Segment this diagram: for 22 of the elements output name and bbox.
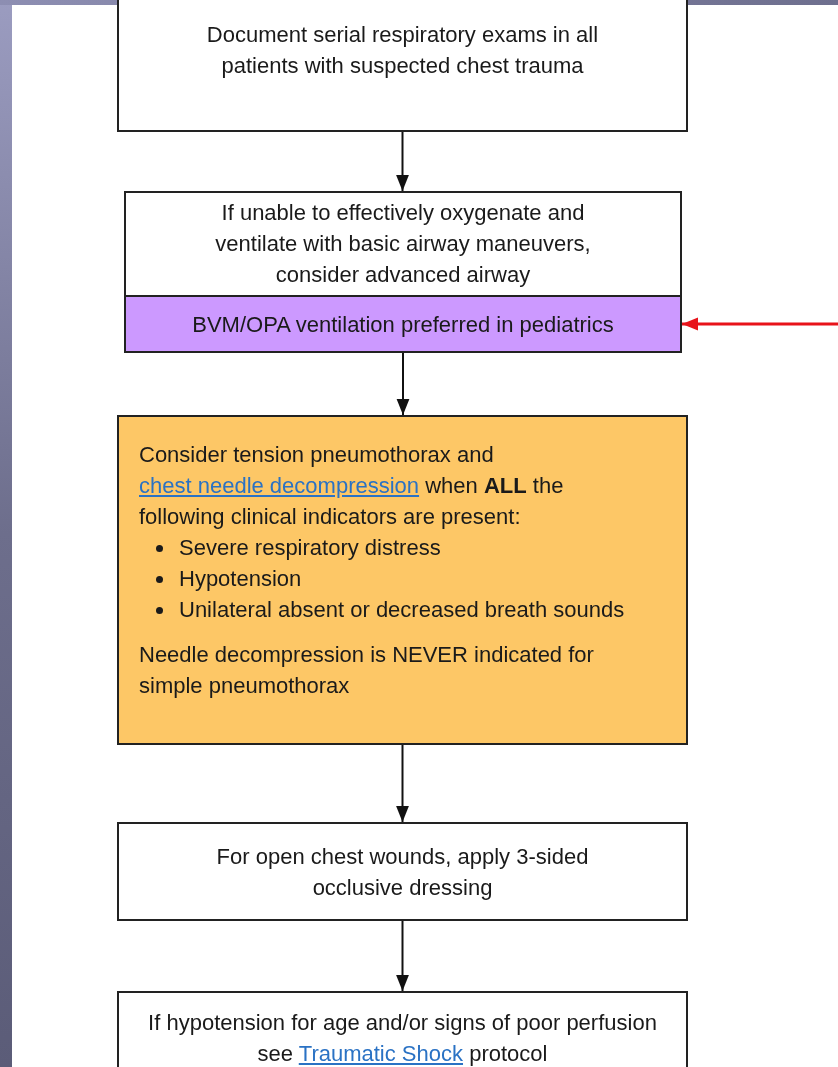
process-box — [117, 822, 688, 921]
box-text: If unable to effectively oxygenate and ventilate with basic airway maneuvers, consider advanced airway — [214, 199, 592, 289]
box-text: BVM/OPA ventilation preferred in pediatrics — [192, 310, 614, 339]
instruction-text: Consider tension pneumothorax and chest needle decompression when ALL the following clinical indicators are present: — [139, 441, 565, 531]
note-band — [124, 295, 682, 353]
arrow — [396, 744, 409, 823]
warning-box — [117, 415, 688, 745]
arrow — [682, 317, 838, 331]
arrow — [396, 352, 410, 416]
protocol-link: chest needle decompression — [139, 473, 420, 498]
box-text: Document serial respiratory exams in all patients with suspected chest trauma — [205, 21, 600, 80]
bullet-item: Hypotension — [139, 563, 636, 594]
arrow — [396, 920, 409, 992]
process-box — [117, 0, 688, 132]
box-text: For open chest wounds, apply 3-sided occlusive dressing — [215, 842, 590, 902]
protocol-link: Traumatic Shock — [298, 1041, 463, 1066]
process-box — [124, 191, 682, 351]
bullet-item: Severe respiratory distress — [139, 532, 636, 563]
bullet-item: Unilateral absent or decreased breath sounds — [139, 594, 636, 625]
warning-text: Needle decompression is NEVER indicated for simple pneumothorax — [139, 641, 595, 700]
arrow — [396, 131, 409, 192]
box-text: If hypotension for age and/or signs of poor perfusion see Traumatic Shock protocol — [147, 1009, 658, 1067]
